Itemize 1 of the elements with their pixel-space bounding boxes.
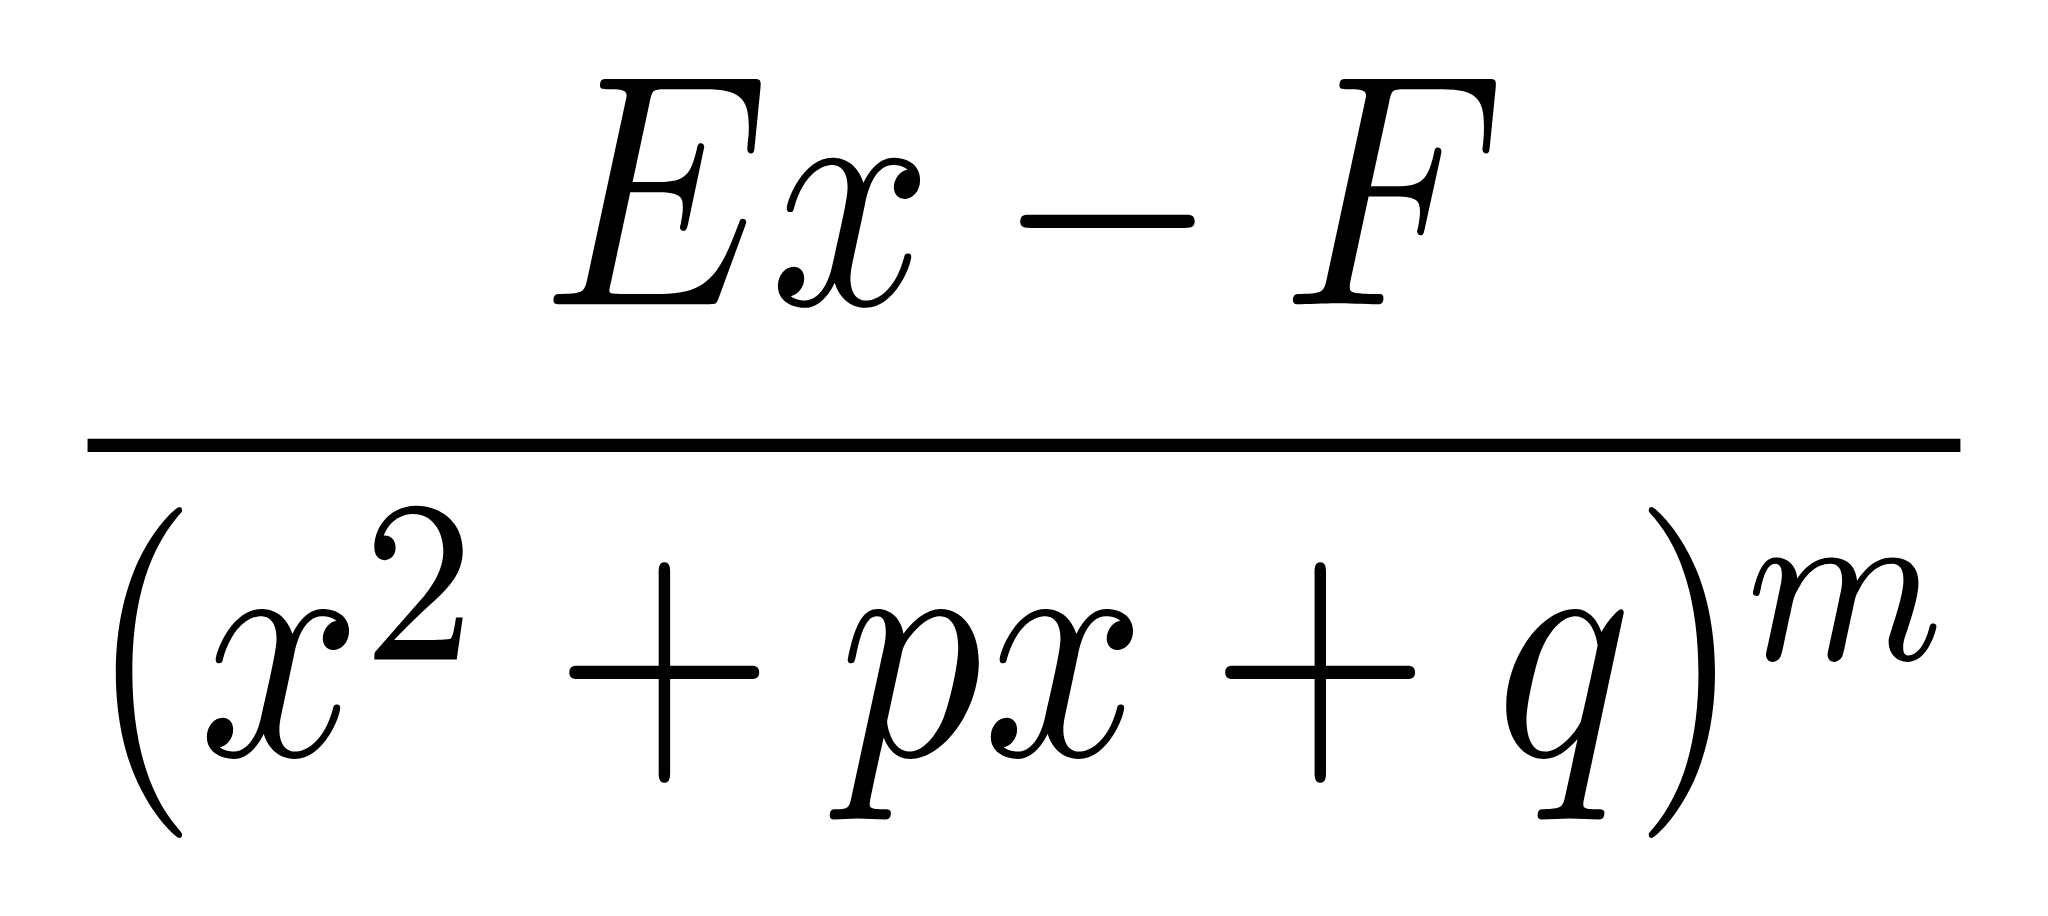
formula: $\frac{Ex - F}{(x^{2} + px + q)^{m}}$ — [87, 79, 1961, 839]
